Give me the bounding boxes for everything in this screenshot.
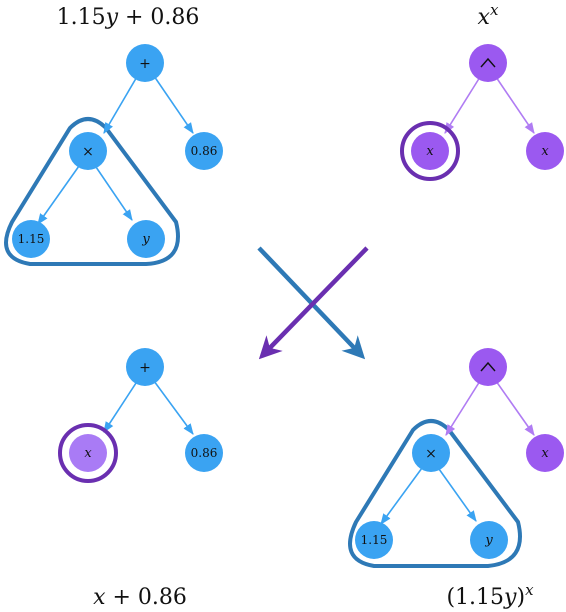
node-times-label: ×	[425, 446, 437, 462]
edge	[153, 380, 194, 435]
edge	[37, 165, 80, 225]
tree-bottom-left: + x 0.86	[58, 348, 223, 483]
node-y-label: y	[484, 533, 493, 548]
node-x-right	[526, 132, 564, 170]
node-086-label: 0.86	[191, 446, 218, 460]
node-y	[470, 521, 508, 559]
node-086	[185, 132, 223, 170]
node-times	[412, 434, 450, 472]
edge	[445, 380, 481, 436]
node-x-left-label: x	[426, 144, 434, 159]
node-y	[127, 220, 165, 258]
expr-bottom-left: x + 0.86	[93, 585, 187, 610]
tree-top-left: + × 0.86 1.15 y	[4, 44, 223, 266]
crossover-arrows	[257, 246, 369, 360]
edge	[380, 467, 423, 525]
node-power	[469, 44, 507, 82]
node-plus	[126, 44, 164, 82]
node-plus	[126, 348, 164, 386]
node-x	[526, 434, 564, 472]
edge	[103, 74, 139, 134]
node-x	[69, 434, 107, 472]
arrow-blue	[257, 246, 366, 360]
node-086-label: 0.86	[191, 144, 218, 158]
tree-top-right: x x	[400, 44, 564, 181]
subtree-outline	[4, 117, 180, 266]
node-x-label: x	[84, 446, 92, 461]
expr-top-right: xx	[478, 1, 499, 30]
selected-node-ring	[58, 423, 118, 483]
edge	[95, 166, 133, 221]
edge	[495, 380, 535, 436]
node-times-label: ×	[82, 144, 94, 160]
node-plus-label: +	[139, 56, 151, 72]
node-power	[469, 348, 507, 386]
node-x-label: x	[541, 446, 549, 461]
arrow-purple	[258, 246, 369, 360]
edge	[444, 76, 481, 134]
edge	[495, 76, 535, 134]
tree-bottom-right: × x 1.15 y	[348, 348, 564, 568]
node-times	[69, 132, 107, 170]
edge	[153, 75, 194, 134]
node-086	[185, 434, 223, 472]
node-y-label: y	[141, 232, 150, 247]
expr-top-left: 1.15y + 0.86	[57, 5, 200, 30]
selected-node-ring	[400, 121, 460, 181]
edge	[103, 379, 139, 433]
caret-icon	[480, 57, 496, 68]
node-115-label: 1.15	[361, 533, 388, 547]
node-x-left	[411, 132, 449, 170]
expr-bottom-right: (1.15y)x	[446, 581, 534, 610]
node-plus-label: +	[139, 360, 151, 376]
node-115	[355, 521, 393, 559]
node-115-label: 1.15	[18, 232, 45, 246]
subtree-outline	[348, 419, 522, 568]
node-x-right-label: x	[541, 144, 549, 159]
node-115	[12, 220, 50, 258]
edge	[438, 468, 477, 522]
caret-icon	[480, 361, 496, 372]
